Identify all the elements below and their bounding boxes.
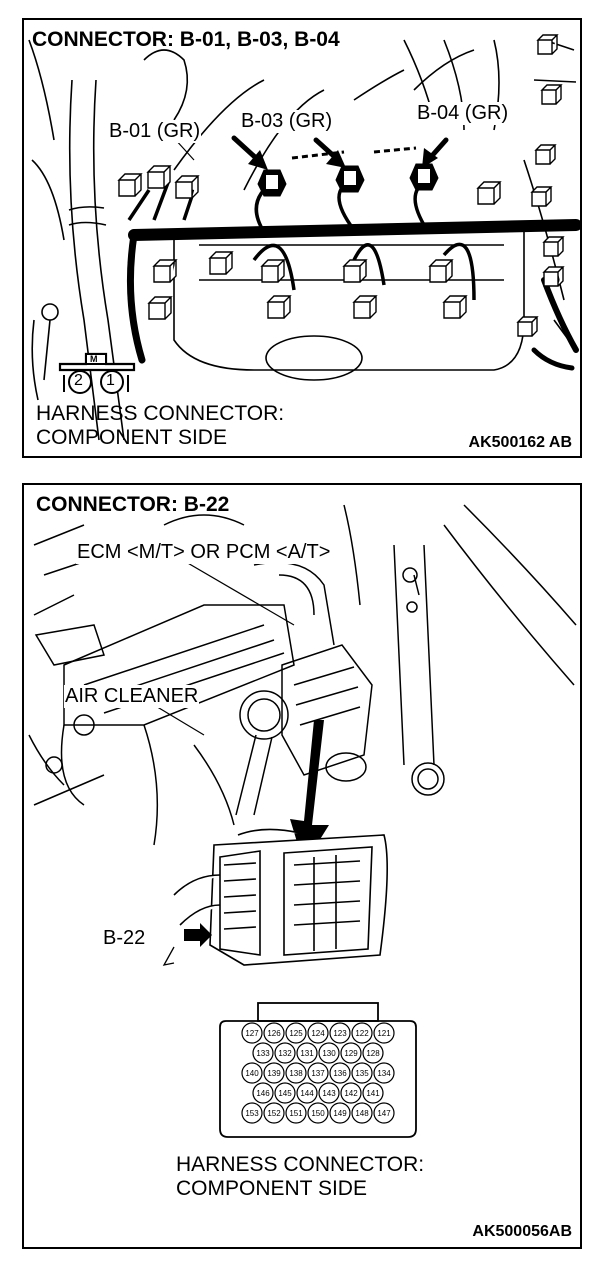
pin-circle bbox=[285, 1022, 307, 1044]
pin-circle bbox=[285, 1062, 307, 1084]
pin-circle bbox=[274, 1082, 296, 1104]
pin-number: 146 bbox=[256, 1089, 270, 1098]
pin-number: 121 bbox=[377, 1029, 391, 1038]
pin-number: 149 bbox=[333, 1109, 347, 1118]
pin-number: 133 bbox=[256, 1049, 270, 1058]
pin-number: 131 bbox=[300, 1049, 314, 1058]
pin-circle bbox=[373, 1062, 395, 1084]
engine-bay-illustration: 127 126 125 124 123 122 121 133 132 131 130 129 128 1… bbox=[28, 504, 577, 1138]
pin-circle bbox=[241, 1022, 263, 1044]
pin-circle bbox=[307, 1022, 329, 1044]
pin-circle bbox=[274, 1042, 296, 1064]
pin-number: 141 bbox=[366, 1089, 380, 1098]
pin-number: 145 bbox=[278, 1089, 292, 1098]
pin-circle bbox=[285, 1102, 307, 1124]
pin-circle bbox=[263, 1062, 285, 1084]
pin-circle bbox=[373, 1022, 395, 1044]
pin-circle bbox=[362, 1082, 384, 1104]
pin-number: 126 bbox=[267, 1029, 281, 1038]
air-cleaner-label: AIR CLEANER bbox=[64, 685, 200, 708]
ecm-pcm-label: ECM <M/T> OR PCM <A/T> bbox=[76, 541, 332, 564]
component-side-label: COMPONENT SIDE bbox=[36, 426, 227, 449]
connector-mark: M bbox=[90, 354, 98, 364]
engine-harness-illustration bbox=[28, 34, 580, 441]
pin-circle bbox=[351, 1102, 373, 1124]
pin-number: 134 bbox=[377, 1069, 391, 1078]
pin-number: 147 bbox=[377, 1109, 391, 1118]
pin-circle bbox=[241, 1062, 263, 1084]
pin-number: 122 bbox=[355, 1029, 369, 1038]
pin-number: 152 bbox=[267, 1109, 281, 1118]
pin-label: 2 bbox=[74, 372, 83, 389]
pin-number: 123 bbox=[333, 1029, 347, 1038]
pin-number: 127 bbox=[245, 1029, 259, 1038]
pin-number: 137 bbox=[311, 1069, 325, 1078]
pin-number: 125 bbox=[289, 1029, 303, 1038]
pin-circle bbox=[318, 1082, 340, 1104]
pin-number: 151 bbox=[289, 1109, 303, 1118]
pin-circle bbox=[252, 1042, 274, 1064]
pin-circle bbox=[362, 1042, 384, 1064]
pin-number: 129 bbox=[344, 1049, 358, 1058]
pin-circle bbox=[351, 1062, 373, 1084]
pin-number: 132 bbox=[278, 1049, 292, 1058]
pin-circle bbox=[252, 1082, 274, 1104]
pin-grid: 127 126 125 124 123 122 121 133 132 131 130 129 128 1… bbox=[241, 1022, 395, 1124]
pin-number: 143 bbox=[322, 1089, 336, 1098]
pin-number: 136 bbox=[333, 1069, 347, 1078]
callout-b03: B-03 (GR) bbox=[240, 110, 334, 133]
pin-number: 124 bbox=[311, 1029, 325, 1038]
callout-b01: B-01 (GR) bbox=[108, 120, 202, 143]
connector-title: CONNECTOR: B-22 bbox=[36, 493, 230, 516]
pin-label: 1 bbox=[106, 372, 115, 389]
callout-b04: B-04 (GR) bbox=[416, 102, 510, 125]
figure-code: AK500056AB bbox=[472, 1223, 572, 1240]
component-side-label: COMPONENT SIDE bbox=[176, 1177, 367, 1200]
pin-number: 138 bbox=[289, 1069, 303, 1078]
pin-circle bbox=[307, 1062, 329, 1084]
pin-number: 144 bbox=[300, 1089, 314, 1098]
pin-circle bbox=[296, 1042, 318, 1064]
pin-circle bbox=[329, 1102, 351, 1124]
connector-panel-b22: 127 126 125 124 123 122 121 133 132 131 130 129 128 1… bbox=[22, 483, 582, 1249]
pin-circle bbox=[340, 1082, 362, 1104]
pin-circle bbox=[340, 1042, 362, 1064]
pin-number: 153 bbox=[245, 1109, 259, 1118]
pin-circle bbox=[329, 1062, 351, 1084]
pin-number: 128 bbox=[366, 1049, 380, 1058]
pin-circle bbox=[318, 1042, 340, 1064]
pin-number: 148 bbox=[355, 1109, 369, 1118]
figure-code: AK500162 AB bbox=[468, 434, 572, 451]
pin-number: 150 bbox=[311, 1109, 325, 1118]
connector-title: CONNECTOR: B-01, B-03, B-04 bbox=[32, 28, 340, 51]
connector-panel-b01-b03-b04: CONNECTOR: B-01, B-03, B-04 B-01 (GR) B-… bbox=[22, 18, 582, 458]
pin-circle bbox=[307, 1102, 329, 1124]
pin-number: 135 bbox=[355, 1069, 369, 1078]
pin-number: 142 bbox=[344, 1089, 358, 1098]
pin-number: 140 bbox=[245, 1069, 259, 1078]
pin-circle bbox=[241, 1102, 263, 1124]
pin-circle bbox=[296, 1082, 318, 1104]
pin-circle bbox=[329, 1022, 351, 1044]
pin-number: 130 bbox=[322, 1049, 336, 1058]
harness-connector-label: HARNESS CONNECTOR: bbox=[176, 1153, 425, 1176]
pin-circle bbox=[263, 1022, 285, 1044]
harness-connector-label: HARNESS CONNECTOR: bbox=[36, 402, 285, 425]
pin-circle bbox=[351, 1022, 373, 1044]
pin-circle bbox=[373, 1102, 395, 1124]
pin-number: 139 bbox=[267, 1069, 281, 1078]
b22-label: B-22 bbox=[102, 927, 147, 950]
pin-circle bbox=[263, 1102, 285, 1124]
